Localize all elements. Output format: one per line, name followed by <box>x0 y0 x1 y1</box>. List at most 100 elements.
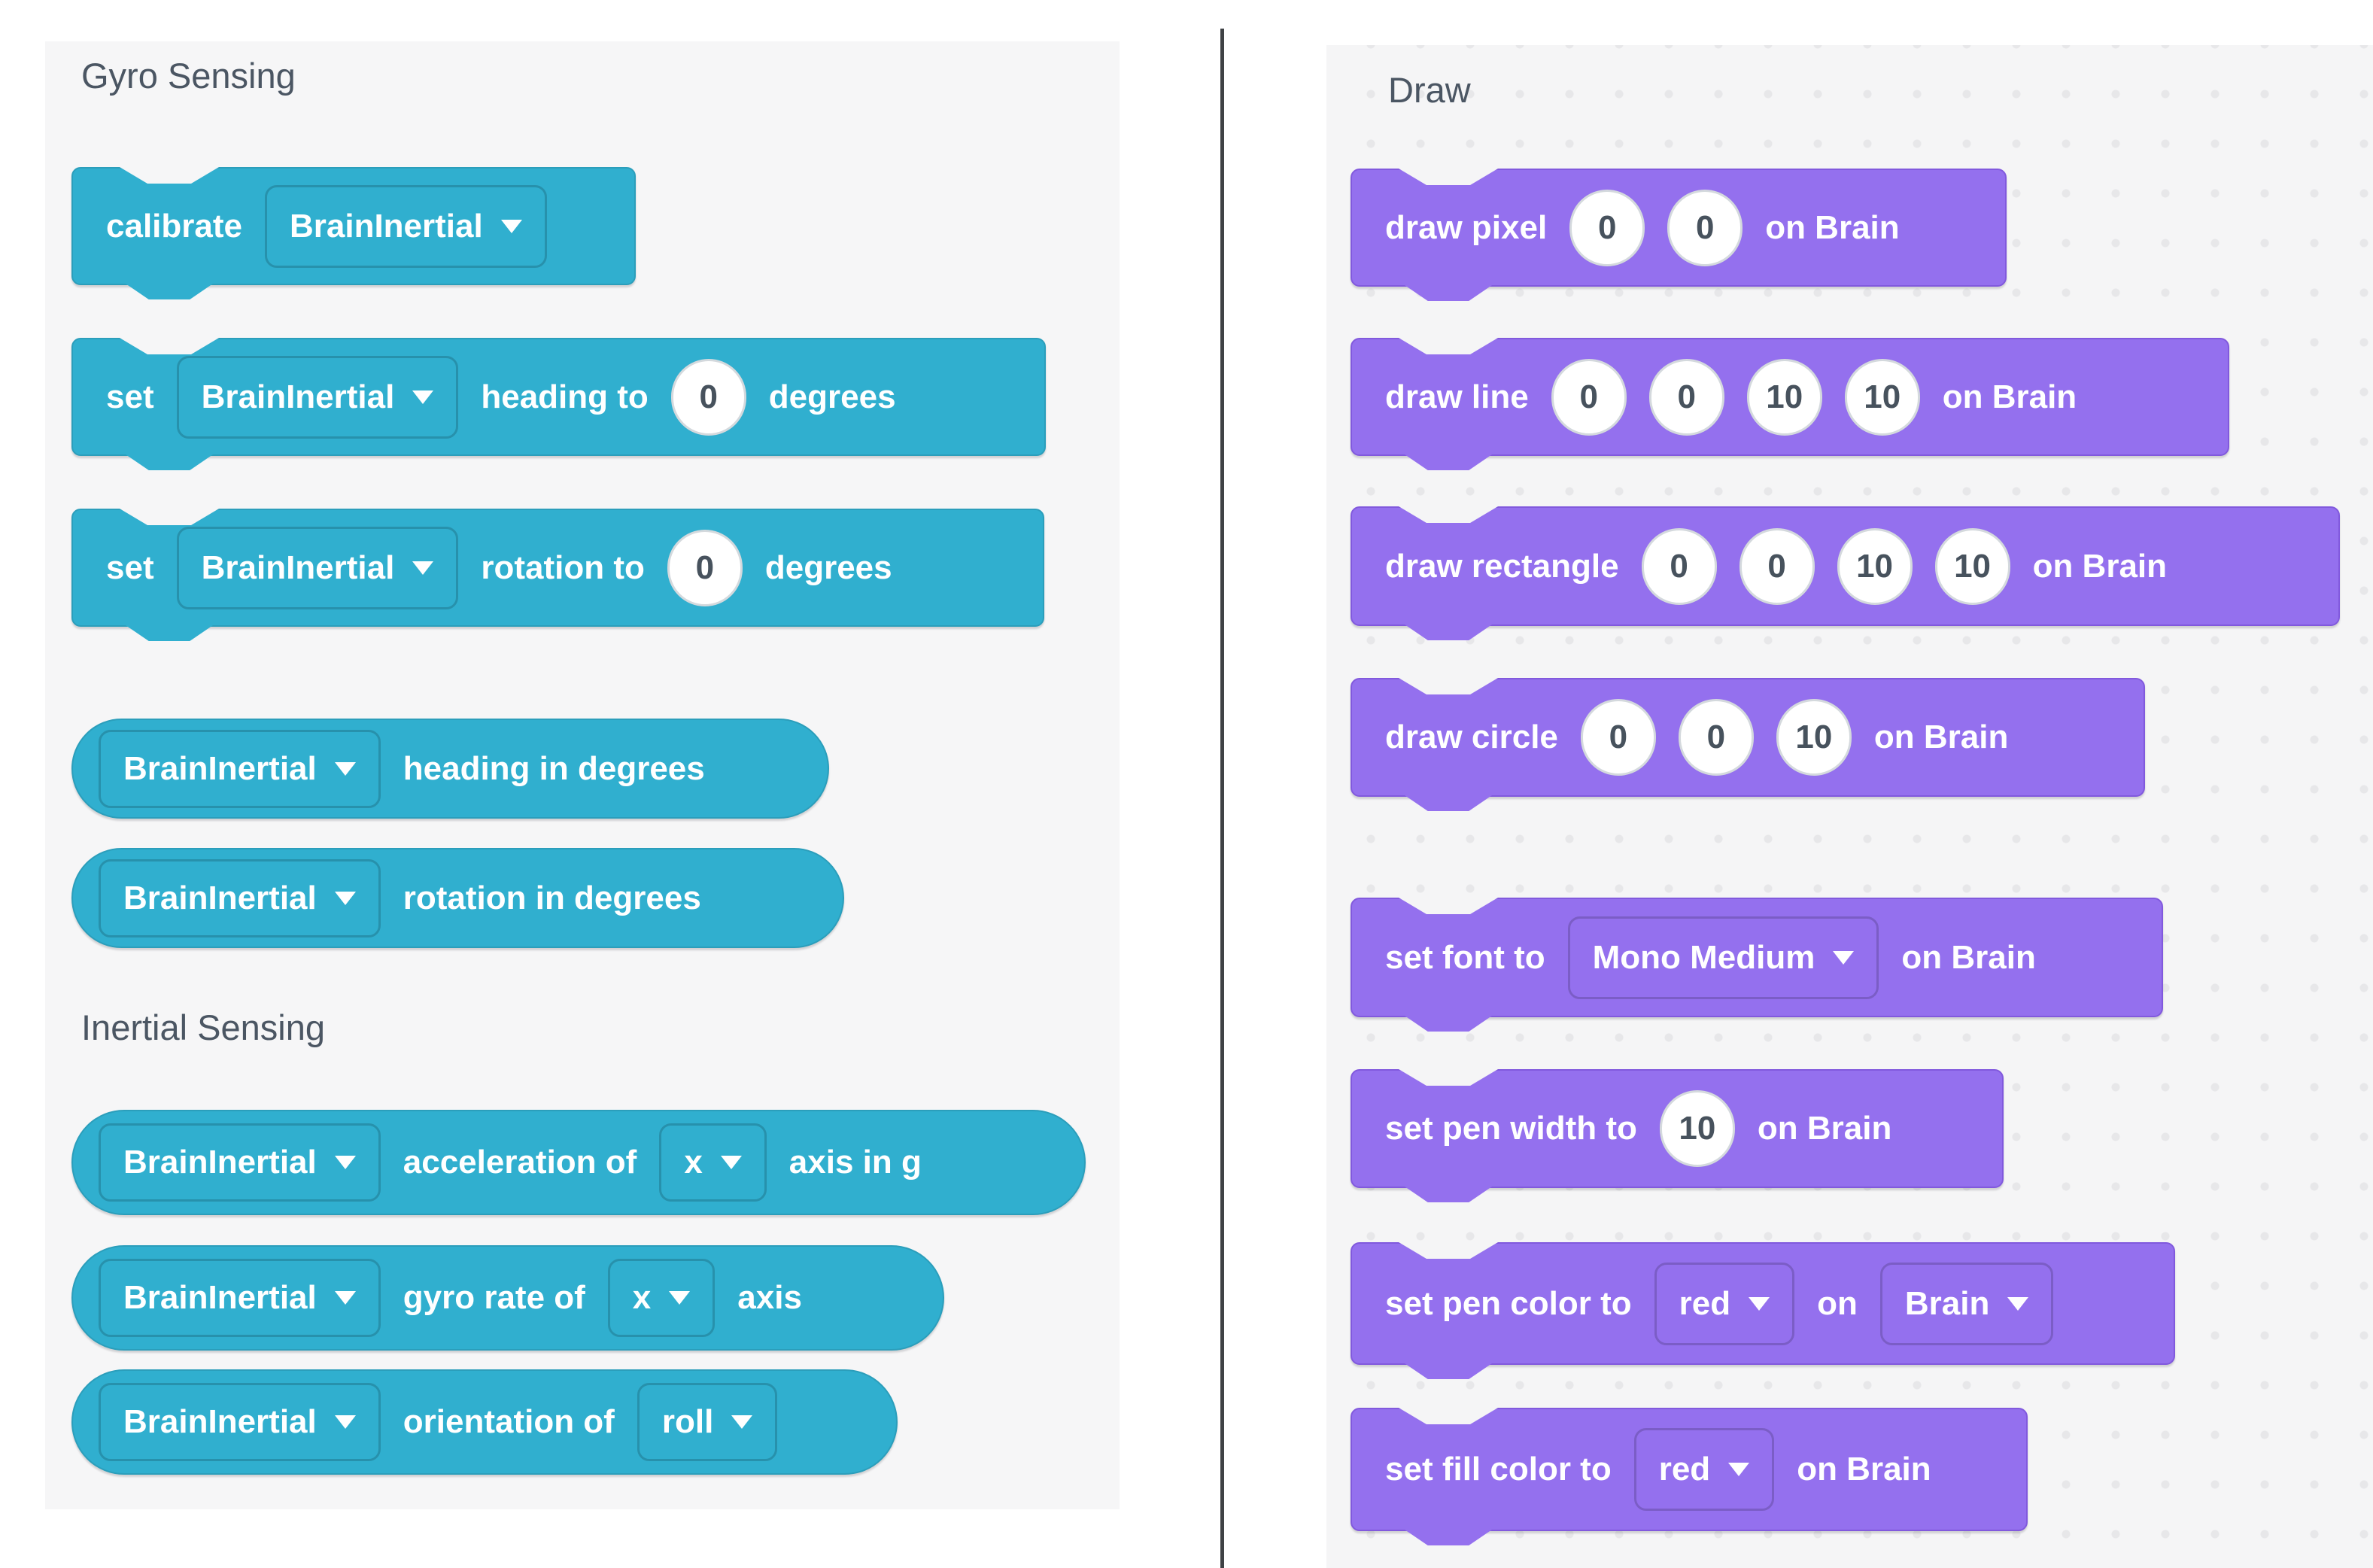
dropdown-arrow-icon <box>2007 1296 2029 1311</box>
device-dropdown[interactable]: BrainInertial <box>99 729 381 808</box>
dropdown-value: red <box>1679 1284 1731 1322</box>
pen-width-input[interactable]: 10 <box>1659 1090 1735 1167</box>
x1-input[interactable]: 0 <box>1551 358 1627 436</box>
heading-value-input[interactable]: 0 <box>670 358 746 436</box>
radius-input[interactable]: 10 <box>1776 699 1852 776</box>
dropdown-value: BrainInertial <box>123 749 317 787</box>
rotation-reporter-block[interactable]: BrainInertial rotation in degrees <box>71 848 844 948</box>
block-label: draw line <box>1385 378 1529 415</box>
device-dropdown[interactable]: BrainInertial <box>176 355 459 439</box>
block-label: calibrate <box>106 207 242 245</box>
color-dropdown[interactable]: red <box>1633 1428 1775 1511</box>
set-font-block[interactable]: set font to Mono Medium on Brain <box>1351 898 2163 1017</box>
dropdown-value: x <box>684 1144 703 1181</box>
dropdown-value: BrainInertial <box>289 207 483 245</box>
axis-dropdown[interactable]: x <box>607 1259 716 1337</box>
block-label: rotation in degrees <box>403 879 701 916</box>
color-dropdown[interactable]: red <box>1654 1262 1795 1345</box>
device-dropdown[interactable]: BrainInertial <box>99 1259 381 1337</box>
block-label: on Brain <box>1873 719 2009 755</box>
dropdown-arrow-icon <box>334 1415 356 1429</box>
device-dropdown[interactable]: BrainInertial <box>99 858 381 937</box>
y-input[interactable]: 0 <box>1739 527 1815 605</box>
acceleration-reporter-block[interactable]: BrainInertial acceleration of x axis in … <box>71 1110 1086 1215</box>
block-label: draw circle <box>1385 719 1558 755</box>
block-label: on Brain <box>1757 1110 1892 1147</box>
set-heading-block[interactable]: set BrainInertial heading to 0 degrees <box>71 338 1046 456</box>
block-label: heading to <box>481 378 649 415</box>
block-label: set pen color to <box>1385 1284 1632 1322</box>
draw-rectangle-block[interactable]: draw rectangle 0 0 10 10 on Brain <box>1351 506 2340 626</box>
x-input[interactable]: 0 <box>1641 527 1717 605</box>
orientation-reporter-block[interactable]: BrainInertial orientation of roll <box>71 1369 898 1475</box>
gyro-rate-reporter-block[interactable]: BrainInertial gyro rate of x axis <box>71 1245 944 1351</box>
block-label: set <box>106 548 154 586</box>
dropdown-value: BrainInertial <box>123 1279 317 1316</box>
dropdown-value: BrainInertial <box>123 879 317 916</box>
block-label: set font to <box>1385 938 1545 976</box>
block-label: draw pixel <box>1385 208 1548 246</box>
dropdown-value: BrainInertial <box>201 378 395 415</box>
set-pen-color-block[interactable]: set pen color to red on Brain <box>1351 1242 2175 1365</box>
dropdown-arrow-icon <box>669 1291 691 1305</box>
block-label: on Brain <box>1765 208 1900 246</box>
block-label: on Brain <box>1797 1451 1931 1487</box>
font-dropdown[interactable]: Mono Medium <box>1567 916 1879 999</box>
dropdown-arrow-icon <box>720 1156 742 1169</box>
set-rotation-block[interactable]: set BrainInertial rotation to 0 degrees <box>71 509 1044 627</box>
height-input[interactable]: 10 <box>1934 527 2010 605</box>
dropdown-arrow-icon <box>412 561 434 575</box>
draw-circle-block[interactable]: draw circle 0 0 10 on Brain <box>1351 678 2145 797</box>
dropdown-value: Mono Medium <box>1592 938 1815 976</box>
dropdown-value: x <box>632 1279 652 1316</box>
block-label: heading in degrees <box>403 749 705 787</box>
sensing-palette-panel: Gyro Sensing calibrate BrainInertial set… <box>45 41 1120 1509</box>
rotation-value-input[interactable]: 0 <box>667 529 743 606</box>
device-dropdown[interactable]: BrainInertial <box>176 526 459 609</box>
x-input[interactable]: 0 <box>1569 189 1645 266</box>
y-input[interactable]: 0 <box>1678 699 1754 776</box>
block-label: axis <box>737 1279 802 1316</box>
set-fill-color-block[interactable]: set fill color to red on Brain <box>1351 1408 2028 1531</box>
block-label: gyro rate of <box>403 1279 585 1316</box>
dropdown-value: BrainInertial <box>123 1144 317 1181</box>
y-input[interactable]: 0 <box>1667 189 1743 266</box>
dropdown-arrow-icon <box>1728 1463 1750 1476</box>
orientation-dropdown[interactable]: roll <box>637 1383 778 1461</box>
device-dropdown[interactable]: Brain <box>1879 1262 2054 1345</box>
device-dropdown[interactable]: BrainInertial <box>264 184 547 268</box>
x-input[interactable]: 0 <box>1580 699 1656 776</box>
y1-input[interactable]: 0 <box>1648 358 1724 436</box>
block-label: set pen width to <box>1385 1110 1637 1147</box>
draw-line-block[interactable]: draw line 0 0 10 10 on Brain <box>1351 338 2229 456</box>
dropdown-value: BrainInertial <box>123 1403 317 1440</box>
block-label: orientation of <box>403 1403 615 1440</box>
width-input[interactable]: 10 <box>1837 527 1913 605</box>
dropdown-arrow-icon <box>334 1291 356 1305</box>
dropdown-value: roll <box>661 1403 714 1440</box>
block-label: acceleration of <box>403 1144 637 1181</box>
device-dropdown[interactable]: BrainInertial <box>99 1123 381 1202</box>
block-label: rotation to <box>481 548 645 586</box>
dropdown-value: BrainInertial <box>201 548 395 586</box>
draw-palette-panel: Draw draw pixel 0 0 on Brain draw line 0… <box>1326 45 2373 1568</box>
x2-input[interactable]: 10 <box>1746 358 1822 436</box>
device-dropdown[interactable]: BrainInertial <box>99 1383 381 1461</box>
block-label: degrees <box>768 378 896 415</box>
calibrate-block[interactable]: calibrate BrainInertial <box>71 167 636 285</box>
heading-reporter-block[interactable]: BrainInertial heading in degrees <box>71 719 829 819</box>
dropdown-arrow-icon <box>334 891 356 905</box>
set-pen-width-block[interactable]: set pen width to 10 on Brain <box>1351 1069 2004 1188</box>
block-label: set fill color to <box>1385 1451 1612 1487</box>
section-title-draw: Draw <box>1388 70 1471 110</box>
dropdown-arrow-icon <box>412 390 434 404</box>
dropdown-arrow-icon <box>1833 950 1855 965</box>
y2-input[interactable]: 10 <box>1844 358 1920 436</box>
block-label: set <box>106 378 154 415</box>
dropdown-arrow-icon <box>334 1156 356 1169</box>
panel-divider <box>1220 29 1224 1568</box>
draw-pixel-block[interactable]: draw pixel 0 0 on Brain <box>1351 169 2007 287</box>
dropdown-arrow-icon <box>500 219 522 233</box>
axis-dropdown[interactable]: x <box>659 1123 767 1202</box>
